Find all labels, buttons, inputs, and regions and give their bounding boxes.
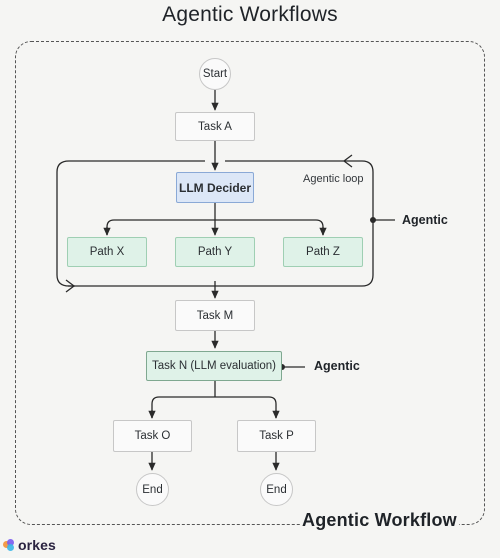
node-path-z[interactable]: Path Z [283, 237, 363, 267]
agentic-label-bottom: Agentic [314, 359, 360, 373]
node-start[interactable]: Start [199, 58, 231, 90]
edge-task-n-fan [151, 396, 277, 418]
node-end-left[interactable]: End [136, 473, 169, 506]
node-end-right[interactable]: End [260, 473, 293, 506]
callout-agentic-top-dot [370, 217, 376, 223]
node-task-n[interactable]: Task N (LLM evaluation) [146, 351, 282, 381]
brand-name: orkes [18, 537, 56, 553]
loop-arrow-bottom [65, 279, 76, 293]
agentic-loop-left [56, 160, 340, 287]
agentic-loop-label: Agentic loop [303, 173, 364, 185]
workflow-frame [15, 41, 485, 525]
node-path-y[interactable]: Path Y [175, 237, 255, 267]
node-task-a[interactable]: Task A [175, 112, 255, 141]
node-task-p[interactable]: Task P [237, 420, 316, 452]
brand: orkes [3, 537, 56, 553]
node-path-x[interactable]: Path X [67, 237, 147, 267]
page-title: Agentic Workflows [162, 3, 338, 26]
workflow-frame-label: Agentic Workflow [300, 510, 459, 531]
agentic-label-top: Agentic [402, 213, 448, 227]
orkes-logo-icon [3, 539, 15, 551]
node-llm-decider[interactable]: LLM Decider [176, 172, 254, 203]
node-task-m[interactable]: Task M [175, 300, 255, 331]
node-task-o[interactable]: Task O [113, 420, 192, 452]
loop-arrow-top [342, 154, 353, 168]
